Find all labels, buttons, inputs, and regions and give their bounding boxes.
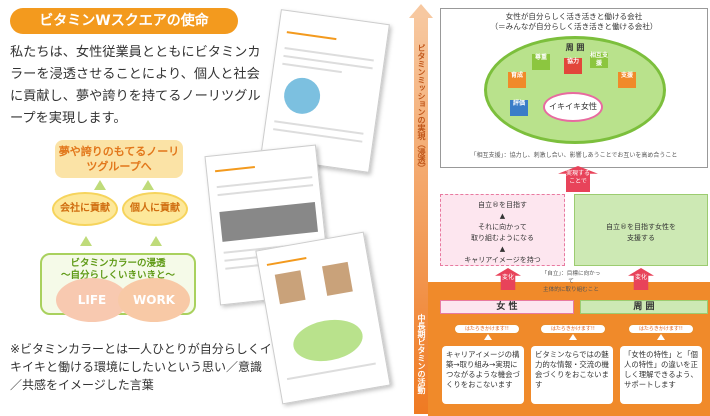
- contrib-society: 会社に貢献: [52, 192, 118, 226]
- life-circle: LIFE: [56, 278, 128, 322]
- support-box: [574, 194, 708, 266]
- hatara-badge: はたらきかけます!!: [454, 324, 520, 334]
- mutual-support-note: 「相互支援」：協力し、刺激し合い、影響しあうことでお互いを高め合うこと: [470, 152, 678, 159]
- support-text: 自立®を目指す女性を 支援する: [606, 223, 676, 242]
- arrow-up-icon: [409, 4, 433, 18]
- tag-2: 協力: [564, 58, 582, 74]
- vertical-label-bottom: 中長期ビタミンの活動: [417, 314, 426, 394]
- tag-5: 支援: [618, 72, 636, 88]
- work-circle: WORK: [118, 278, 190, 322]
- hatara-badge: はたらきかけます!!: [628, 324, 694, 334]
- vitamin-spread-label: ビタミンカラーの浸透 〜自分らしくいきいきと〜: [60, 258, 175, 281]
- surrounding-label: 周 囲: [565, 43, 585, 52]
- tag-3: 相互支援: [590, 52, 609, 68]
- arrow-up-icon: [569, 334, 577, 340]
- independence-note: 「自立」：目標に向かって 主体的に取り組むこと: [541, 271, 601, 293]
- goal-box: 夢や誇りのもてるノーリツグループへ: [55, 140, 183, 178]
- vertical-arrow: [414, 14, 428, 414]
- contrib-individual: 個人に貢献: [122, 192, 188, 226]
- activity-2: ビタミンならではの魅力的な情報・交流の機会づくりをおこないます: [531, 346, 613, 404]
- arrow-up-icon: [142, 180, 154, 190]
- diagram-image: [290, 314, 366, 367]
- tag-4: 育成: [508, 72, 526, 88]
- vitamin-color-note: ※ビタミンカラーとは一人ひとりが自分らしくイキイキと働ける環境にしたいという思い…: [10, 342, 272, 392]
- arrow-up-icon: [80, 236, 92, 246]
- arrow-up-icon: [657, 334, 665, 340]
- hatara-badge: はたらきかけます!!: [540, 324, 606, 334]
- arrow-up-icon: [94, 180, 106, 190]
- activity-1: キャリアイメージの構築→取り組み→実現につながるような機会づくりをおこないます: [442, 346, 524, 404]
- arrow-up-icon: [150, 236, 162, 246]
- change-arrow: 変化: [628, 268, 654, 290]
- intro-text: 私たちは、女性従業員とともにビタミンカラーを浸透させることにより、個人と社会に貢…: [10, 45, 261, 126]
- woman-growth-text: 自立®を目指す ▲ それに向かって 取り組むようになる ▲ キャリアイメージを持…: [464, 201, 541, 264]
- magazine-page-3: [255, 231, 391, 405]
- top-goal-title: 女性が自分らしく活き活きと働ける会社 （＝みんなが自分らしく活き活きと働ける会社…: [490, 12, 658, 31]
- role-woman: 女 性: [440, 300, 574, 314]
- change-arrow: 変化: [495, 268, 521, 290]
- photo-image: [219, 201, 318, 242]
- portrait-image: [274, 270, 306, 305]
- pie-chart-icon: [281, 75, 323, 117]
- page-title: ビタミンWスクエアの使命: [10, 8, 238, 34]
- arrow-up-icon: [484, 334, 492, 340]
- portrait-image: [322, 261, 353, 296]
- woman-growth-box: [440, 194, 565, 266]
- surrounding-ellipse: [484, 36, 666, 144]
- iki-woman-ellipse: イキイキ女性: [543, 92, 603, 122]
- tag-1: 尊重: [532, 54, 550, 70]
- vertical-label-top: ビタミンミッションの実現（浸透）: [417, 44, 426, 172]
- role-around: 周 囲: [580, 300, 708, 314]
- tag-6: 評価: [510, 100, 528, 116]
- activity-3: 「女性の特性」と「個人の特性」の違いを正しく理解できるよう、サポートします: [620, 346, 702, 404]
